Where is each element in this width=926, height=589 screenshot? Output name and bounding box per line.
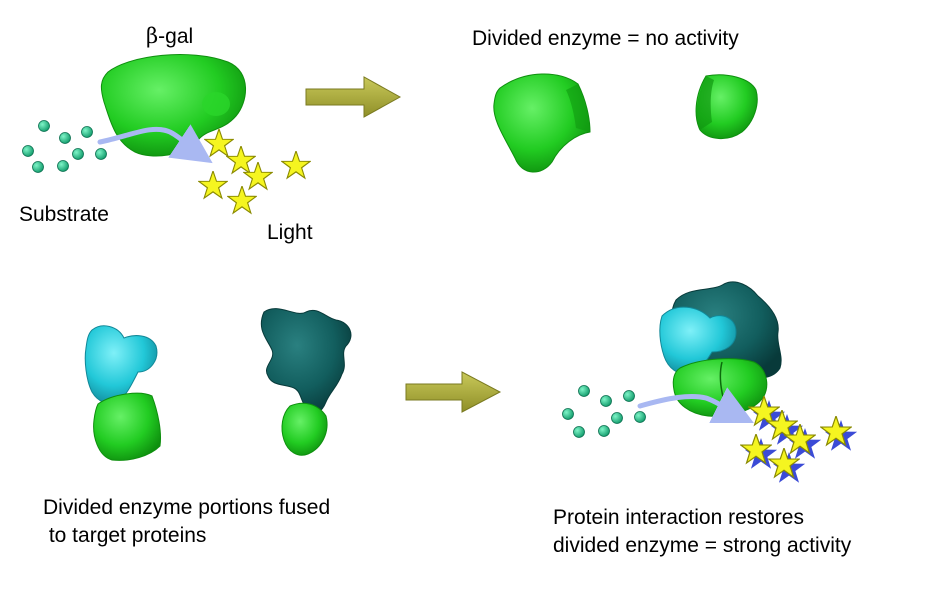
substrate-dot-icon [72, 148, 84, 160]
substrate-dot-icon [634, 411, 646, 423]
light-label: Light [267, 221, 313, 244]
substrate-dot-icon [578, 385, 590, 397]
beta-gal-label: β-gal [146, 24, 193, 49]
gal-text: -gal [158, 25, 194, 48]
divided-enzyme-left-half [493, 73, 591, 173]
teal-target-protein [260, 308, 352, 415]
substrate-dot-icon [22, 145, 34, 157]
light-stars-bottom [740, 396, 858, 483]
divided-enzyme-left-face [566, 84, 590, 132]
cyan-protein-complex [659, 306, 737, 375]
divided-no-activity-label: Divided enzyme = no activity [472, 27, 739, 50]
arrow-right-icon [305, 76, 402, 118]
arrow-right-icon [405, 371, 502, 413]
star-icon [227, 186, 257, 214]
substrate-dot-icon [611, 412, 623, 424]
cyan-target-protein [84, 325, 158, 405]
substrate-dots-top [22, 120, 107, 173]
beta-symbol: β [146, 24, 159, 48]
star-icon [198, 171, 228, 199]
substrate-dot-icon [32, 161, 44, 173]
fused-caption-line2: to target proteins [43, 524, 207, 547]
substrate-dot-icon [598, 425, 610, 437]
green-enzyme-fragment-left [93, 392, 161, 461]
beta-gal-knob [202, 92, 230, 116]
substrate-dot-icon [95, 148, 107, 160]
flow-arrow-bottom [637, 387, 754, 423]
substrate-dot-icon [57, 160, 69, 172]
star-icon [204, 129, 234, 157]
substrate-dot-icon [573, 426, 585, 438]
substrate-dot-icon [623, 390, 635, 402]
restores-caption-line2: divided enzyme = strong activity [553, 534, 852, 557]
substrate-dot-icon [81, 126, 93, 138]
star-icon [281, 151, 311, 179]
fused-caption-line1: Divided enzyme portions fused [43, 496, 331, 519]
flow-arrow-top [97, 124, 213, 164]
substrate-dot-icon [562, 408, 574, 420]
substrate-dot-icon [38, 120, 50, 132]
substrate-dots-bottom [562, 385, 646, 438]
substrate-label: Substrate [19, 203, 109, 226]
star-icon [226, 146, 256, 174]
green-enzyme-fragment-right [281, 402, 328, 456]
substrate-dot-icon [600, 395, 612, 407]
restores-caption-line1: Protein interaction restores [553, 506, 804, 529]
divided-enzyme-right-face [696, 76, 714, 130]
light-stars-top [198, 129, 311, 214]
substrate-dot-icon [59, 132, 71, 144]
